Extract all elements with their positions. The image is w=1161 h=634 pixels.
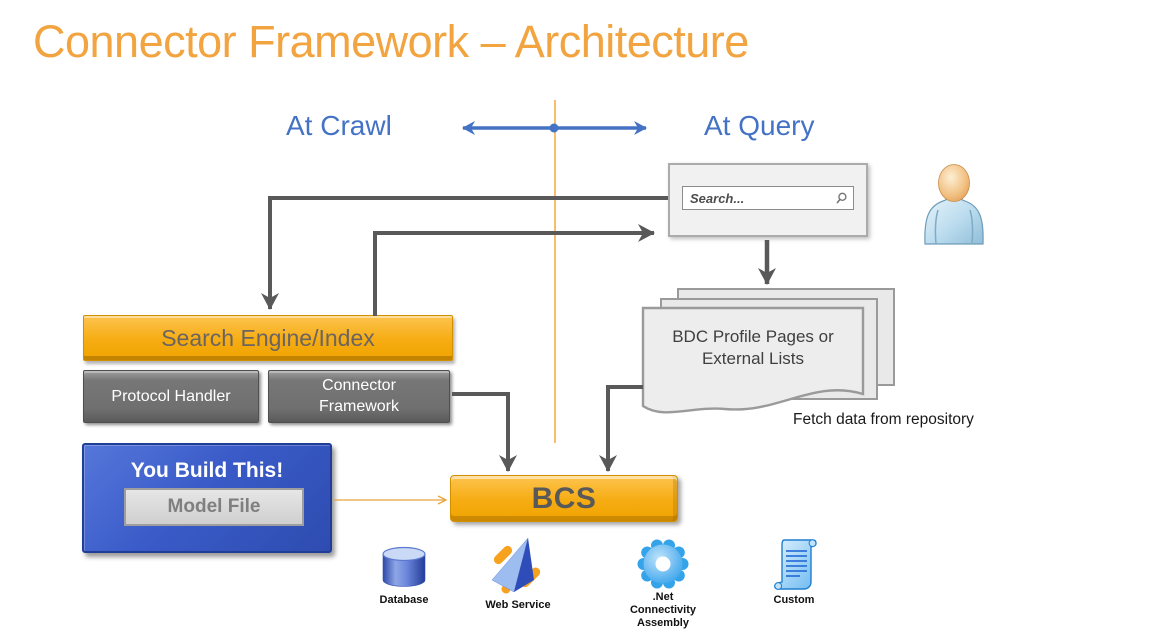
dotnet-connectivity-assembly-label: .Net Connectivity Assembly [629,591,696,630]
page-title: Connector Framework – Architecture [33,16,749,67]
model-file-label: Model File [167,496,261,517]
bdc-profile-pages-label: BDC Profile Pages or External Lists [672,327,834,369]
custom-label: Custom [773,594,815,606]
search-input[interactable] [688,189,835,207]
arrow-connectorframework-to-bcs [452,392,517,472]
arrow-searchbox-to-searchengine [261,196,668,310]
search-field[interactable] [682,186,854,210]
search-engine-index-label: Search Engine/Index [161,324,375,351]
arrow-pages-to-bcs [599,385,643,472]
database-label: Database [379,594,429,606]
at-query-label: At Query [704,110,815,141]
bdc-document-shape [641,306,865,414]
model-file-box: Model File [124,488,304,526]
protocol-handler-box: Protocol Handler [83,370,259,423]
connector-framework-box: Connector Framework [268,370,450,423]
search-box [668,163,868,237]
you-build-this-box: You Build This! Model File [82,443,332,553]
bcs-box: BCS [450,475,678,522]
arrow-searchengine-to-searchbox [373,224,655,316]
connector-framework-label: Connector Framework [318,376,399,415]
person-icon [924,164,984,245]
you-build-this-label: You Build This! [130,459,284,482]
fetch-data-annotation: Fetch data from repository [793,411,974,428]
search-engine-index-box: Search Engine/Index [83,315,453,361]
divider-junction-dot [549,123,559,133]
at-crawl-label: At Crawl [286,110,392,141]
web-service-label: Web Service [485,599,551,611]
database-icon [382,546,426,587]
protocol-handler-label: Protocol Handler [111,387,231,405]
bcs-label: BCS [531,481,597,515]
dotnet-gear-icon [637,539,689,589]
web-service-icon [491,537,541,594]
custom-scroll-icon [774,539,817,590]
magnifier-icon [836,192,847,203]
